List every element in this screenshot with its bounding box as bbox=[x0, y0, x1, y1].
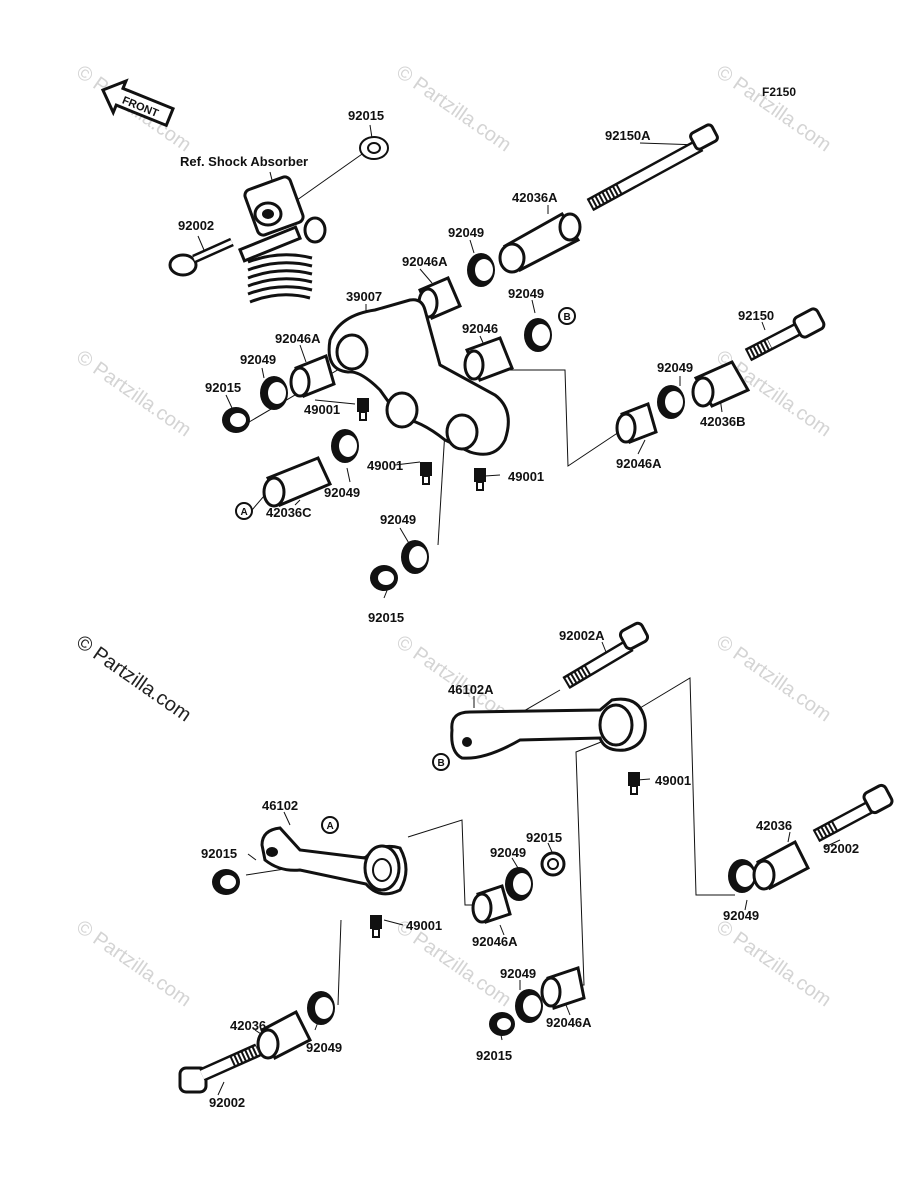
watermark: © Partzilla.com bbox=[712, 916, 835, 1011]
washer-92049 bbox=[260, 253, 756, 1025]
part-label: 92049 bbox=[448, 225, 484, 240]
collar-42036C bbox=[262, 456, 333, 508]
part-label: 42036 bbox=[756, 818, 792, 833]
link-39007 bbox=[327, 298, 510, 456]
watermark-dark: © Partzilla.com bbox=[72, 631, 195, 726]
watermark: © Partzilla.com bbox=[712, 61, 835, 156]
part-label: 46102A bbox=[448, 682, 494, 697]
needle-bearings bbox=[289, 276, 658, 1010]
callout-b: B bbox=[438, 758, 445, 769]
part-label: 42036A bbox=[512, 190, 558, 205]
part-label: 42036C bbox=[266, 505, 312, 520]
reference-label: Ref. Shock Absorber bbox=[180, 154, 308, 169]
callout-b: B bbox=[564, 312, 571, 323]
part-label: 92002 bbox=[823, 841, 859, 856]
part-label: 92015 bbox=[205, 380, 241, 395]
part-label: 92049 bbox=[508, 286, 544, 301]
bolt-92002-bottom bbox=[178, 1043, 261, 1094]
part-label: 92046 bbox=[462, 321, 498, 336]
part-label: 92015 bbox=[476, 1048, 512, 1063]
part-label: 92150 bbox=[738, 308, 774, 323]
grease-nipples-49001 bbox=[357, 398, 640, 938]
part-label: 92046A bbox=[546, 1015, 592, 1030]
part-label: 92049 bbox=[500, 966, 536, 981]
callout-a: A bbox=[327, 821, 334, 832]
watermark: © Partzilla.com bbox=[392, 61, 515, 156]
part-label: 92046A bbox=[616, 456, 662, 471]
bolt-92002A bbox=[562, 621, 650, 690]
part-label: 92049 bbox=[490, 845, 526, 860]
tie-rod-46102A bbox=[450, 697, 647, 760]
watermark: © Partzilla.com bbox=[72, 346, 195, 441]
shock-absorber bbox=[237, 175, 327, 304]
part-label: 92046A bbox=[275, 331, 321, 346]
nut-92015-top bbox=[359, 136, 389, 160]
bolt-92150 bbox=[744, 307, 826, 362]
part-label: 92049 bbox=[306, 1040, 342, 1055]
part-label: 92049 bbox=[324, 485, 360, 500]
tie-rod-46102 bbox=[260, 826, 408, 896]
watermark-layer: © Partzilla.com © Partzilla.com © Partzi… bbox=[72, 61, 835, 1011]
part-label: 92015 bbox=[201, 846, 237, 861]
part-label: 92002A bbox=[559, 628, 605, 643]
part-label: 92015 bbox=[368, 610, 404, 625]
collar-42036B bbox=[691, 360, 751, 408]
part-label: 49001 bbox=[367, 458, 403, 473]
part-label: 92150A bbox=[605, 128, 651, 143]
part-label: 92049 bbox=[240, 352, 276, 367]
part-label: 92046A bbox=[472, 934, 518, 949]
front-arrow-icon: FRONT bbox=[100, 78, 175, 128]
part-label: 49001 bbox=[304, 402, 340, 417]
figure-code: F2150 bbox=[762, 85, 796, 99]
part-label: 92015 bbox=[348, 108, 384, 123]
part-label: 46102 bbox=[262, 798, 298, 813]
spring bbox=[247, 253, 313, 304]
collar-42036A bbox=[498, 211, 582, 274]
collar-42036-right bbox=[752, 839, 810, 891]
callout-a: A bbox=[241, 507, 248, 518]
bolt-92002-top bbox=[168, 237, 234, 277]
part-label: 49001 bbox=[655, 773, 691, 788]
part-label: 92002 bbox=[209, 1095, 245, 1110]
part-label: 42036B bbox=[700, 414, 746, 429]
shapes: B A B A bbox=[168, 123, 894, 1094]
part-label: 92049 bbox=[380, 512, 416, 527]
callout-markers: B A B A bbox=[235, 307, 576, 834]
watermark: © Partzilla.com bbox=[72, 916, 195, 1011]
part-label: 42036 bbox=[230, 1018, 266, 1033]
collar-42036-left bbox=[256, 1009, 313, 1061]
bolt-92150A bbox=[586, 123, 719, 212]
part-label: 92002 bbox=[178, 218, 214, 233]
part-label: 92046A bbox=[402, 254, 448, 269]
part-label: 92049 bbox=[723, 908, 759, 923]
part-labels: 92015 92002 92150A 42036A 92049 92046A 3… bbox=[178, 108, 859, 1110]
part-label: 49001 bbox=[508, 469, 544, 484]
part-label: 92049 bbox=[657, 360, 693, 375]
nuts-92015 bbox=[212, 407, 566, 1036]
part-label: 39007 bbox=[346, 289, 382, 304]
part-label: 92015 bbox=[526, 830, 562, 845]
watermark: © Partzilla.com bbox=[712, 631, 835, 726]
part-label: 49001 bbox=[406, 918, 442, 933]
bolt-92002-right bbox=[812, 783, 894, 843]
